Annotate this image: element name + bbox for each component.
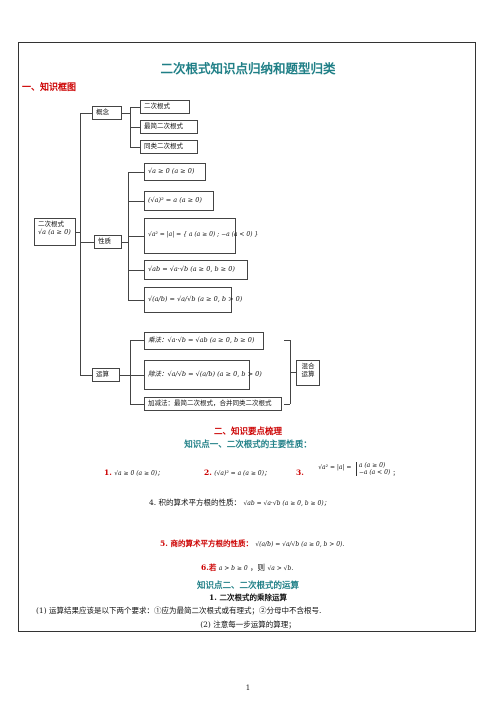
rule-1: (1) 运算结果应该是以下两个要求：①应为最简二次根式或有理式；②分母中不含根号… [36, 606, 322, 615]
operation-link-3 [130, 404, 144, 405]
property-2-formula: (√a)² = a (a ≥ 0)； [214, 470, 270, 477]
root-label: 二次根式 [38, 220, 64, 228]
operation-connector [80, 375, 92, 376]
property-branch-h [122, 242, 128, 243]
operation-item-add: 加减法：最简二次根式，合并同类二次根式 [144, 397, 282, 411]
property-3-end: ； [392, 470, 399, 477]
property-6-then: ，则 [250, 563, 266, 572]
concept-item-3: 同类二次根式 [140, 140, 198, 154]
section-heading-1: 一、知识框图 [22, 83, 77, 93]
concept-link-3 [130, 147, 140, 148]
root-node: 二次根式 √a (a ≥ 0) [34, 218, 76, 246]
property-6: 6.若 a > b ≥ 0 ，则 √a > √b. [201, 562, 293, 573]
content-frame [18, 42, 476, 632]
property-5-text: 5. 商的算术平方根的性质： [160, 539, 253, 548]
subsection-1: 1. 二次根式的乘除运算 [0, 592, 496, 603]
property-6-text: 6.若 [201, 563, 217, 572]
property-4-formula: √ab = √a·√b (a ≥ 0, b ≥ 0)； [243, 500, 330, 507]
property-3-case-2: −a (a < 0) [358, 469, 391, 476]
property-connector [80, 242, 94, 243]
property-2: 2. (√a)² = a (a ≥ 0)； [204, 468, 270, 477]
rule-2: (2) 注意每一步运算的算理； [0, 619, 496, 630]
mixed-bracket-mid [290, 372, 296, 373]
mixed-bracket-bottom [284, 404, 290, 405]
knowledge-point-1: 知识点一、二次根式的主要性质： [184, 440, 312, 450]
rule-2-text: (2) 注意每一步运算的算理； [200, 620, 296, 629]
concept-branch-h [122, 113, 130, 114]
page-number: 1 [245, 684, 251, 692]
property-link-3 [128, 236, 144, 237]
root-formula: √a (a ≥ 0) [38, 227, 71, 236]
property-4-text: 4. 积的算术平方根的性质： [149, 498, 242, 507]
concept-item-2: 最简二次根式 [140, 120, 198, 134]
concept-node: 概念 [92, 106, 122, 120]
property-item-2: (√a)² = a (a ≥ 0) [144, 191, 214, 211]
property-item-3: √a² = |a| = { a (a ≥ 0) ; −a (a < 0) } [144, 218, 258, 254]
mixed-operation-node: 混合运算 [296, 360, 320, 386]
property-1: 1. √a ≥ 0 (a ≥ 0)； [104, 468, 163, 477]
operation-branch-v [130, 340, 131, 404]
property-link-1 [128, 172, 144, 173]
section-heading-2: 二、知识要点梳理 [213, 427, 282, 437]
property-1-number: 1. [104, 468, 112, 477]
operation-branch-h [120, 375, 130, 376]
operation-link-2 [130, 375, 144, 376]
property-3-cases: a (a ≥ 0) −a (a < 0) [355, 462, 391, 476]
property-5: 5. 商的算术平方根的性质： √(a/b) = √a/√b (a ≥ 0, b … [160, 538, 344, 549]
operation-item-div: 除法：√a/√b = √(a/b) (a ≥ 0, b > 0) [144, 360, 262, 390]
property-3: 3. √a² = |a| = a (a ≥ 0) −a (a < 0) ； [296, 462, 399, 477]
operation-node: 运算 [92, 368, 120, 382]
property-3-number: 3. [296, 468, 304, 477]
property-link-5 [128, 300, 144, 301]
page-title: 二次根式知识点归纳和题型归类 [160, 61, 336, 76]
concept-link-2 [130, 127, 140, 128]
property-item-1: √a ≥ 0 (a ≥ 0) [144, 163, 206, 181]
property-3-case-1: a (a ≥ 0) [358, 462, 386, 469]
mixed-bracket-top [284, 340, 290, 341]
property-item-4: √ab = √a·√b (a ≥ 0, b ≥ 0) [144, 260, 248, 280]
property-3-formula: √a² = |a| = [318, 464, 352, 471]
operation-link-1 [130, 340, 144, 341]
property-link-4 [128, 270, 144, 271]
concept-link-1 [130, 107, 140, 108]
property-6-condition: a > b ≥ 0 [218, 565, 248, 572]
concept-item-1: 二次根式 [140, 100, 190, 114]
concept-connector [80, 113, 92, 114]
property-6-result: √a > √b. [267, 565, 294, 572]
property-link-2 [128, 201, 144, 202]
operation-item-mult: 乘法：√a·√b = √ab (a ≥ 0, b ≥ 0) [144, 332, 264, 350]
trunk-line [80, 113, 81, 375]
property-node: 性质 [94, 235, 122, 249]
property-5-formula: √(a/b) = √a/√b (a ≥ 0, b > 0). [255, 541, 345, 548]
root-connector [76, 232, 81, 233]
property-item-5: √(a/b) = √a/√b (a ≥ 0, b > 0) [144, 287, 242, 313]
property-1-formula: √a ≥ 0 (a ≥ 0)； [114, 470, 164, 477]
knowledge-point-2: 知识点二、二次根式的运算 [196, 581, 299, 591]
subsection-1-title: 1. 二次根式的乘除运算 [209, 593, 287, 602]
property-2-number: 2. [204, 468, 212, 477]
property-4: 4. 积的算术平方根的性质： √ab = √a·√b (a ≥ 0, b ≥ 0… [149, 497, 330, 508]
